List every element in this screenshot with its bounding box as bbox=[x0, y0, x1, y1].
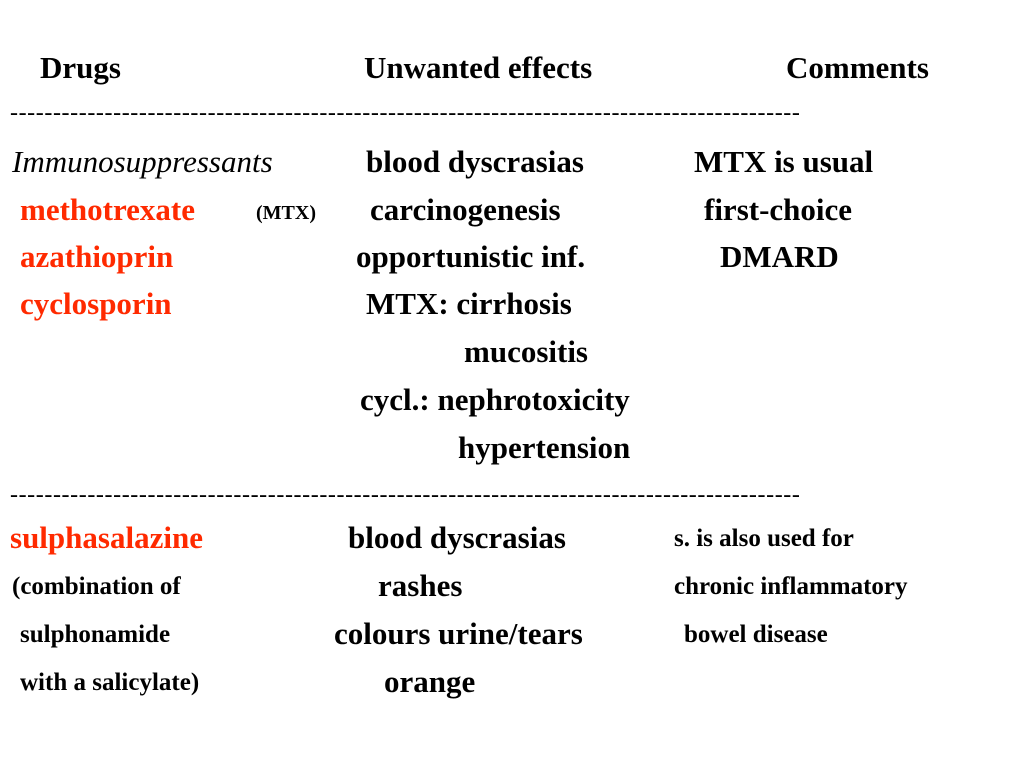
sulpha-effect-rashes: rashes bbox=[378, 568, 463, 603]
effect-mtx-cirrhosis: MTX: cirrhosis bbox=[366, 286, 572, 321]
middle-divider: ----------------------------------------… bbox=[10, 482, 801, 508]
comment-first-choice: first-choice bbox=[704, 192, 853, 227]
comment-dmard: DMARD bbox=[720, 239, 839, 274]
drug-azathioprin: azathioprin bbox=[20, 239, 174, 274]
header-comments: Comments bbox=[786, 50, 929, 85]
mtx-abbreviation: (MTX) bbox=[256, 202, 316, 224]
effect-cycl-nephrotoxicity: cycl.: nephrotoxicity bbox=[360, 382, 630, 417]
sulpha-comment-line1: s. is also used for bbox=[674, 525, 854, 552]
sulpha-description-line1: (combination of bbox=[12, 573, 181, 600]
drug-cyclosporin: cyclosporin bbox=[20, 286, 172, 321]
header-drugs: Drugs bbox=[40, 50, 121, 85]
effect-mucositis: mucositis bbox=[464, 334, 588, 369]
sulpha-comment-line2: chronic inflammatory bbox=[674, 573, 908, 600]
effect-carcinogenesis: carcinogenesis bbox=[370, 192, 561, 227]
sulpha-description-line2: sulphonamide bbox=[20, 621, 171, 648]
category-immunosuppressants: Immunosuppressants bbox=[12, 144, 273, 179]
effect-hypertension: hypertension bbox=[458, 430, 631, 465]
top-divider: ----------------------------------------… bbox=[10, 100, 801, 126]
sulpha-effect-colours-urine: colours urine/tears bbox=[334, 616, 583, 651]
sulpha-effect-orange: orange bbox=[384, 664, 476, 699]
sulpha-comment-line3: bowel disease bbox=[684, 621, 828, 648]
sulpha-description-line3: with a salicylate) bbox=[20, 669, 200, 696]
effect-opportunistic-infections: opportunistic inf. bbox=[356, 239, 586, 274]
sulpha-effect-blood-dyscrasias: blood dyscrasias bbox=[348, 520, 566, 555]
header-unwanted-effects: Unwanted effects bbox=[364, 50, 593, 85]
comment-mtx-usual: MTX is usual bbox=[694, 144, 874, 179]
drug-sulphasalazine: sulphasalazine bbox=[10, 520, 203, 555]
drug-methotrexate: methotrexate bbox=[20, 192, 196, 227]
effect-blood-dyscrasias: blood dyscrasias bbox=[366, 144, 584, 179]
